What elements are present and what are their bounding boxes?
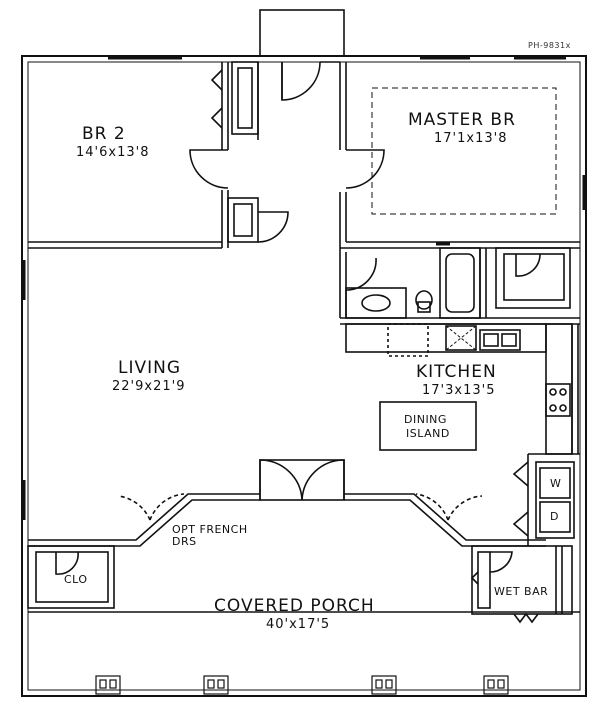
br2-name: BR 2 <box>82 124 126 144</box>
porch-dim: 40'x17'5 <box>266 617 331 632</box>
front-wall <box>28 459 546 547</box>
exterior-walls <box>21 55 587 697</box>
br2-door <box>189 149 229 189</box>
br2-dim: 14'6x13'8 <box>76 145 150 160</box>
chimney <box>259 9 345 57</box>
br2-walls <box>28 62 229 249</box>
porch-post <box>95 675 121 695</box>
master-closet <box>495 247 571 309</box>
wet-bar <box>470 545 573 624</box>
dining-island <box>379 401 477 451</box>
kitchen-counters <box>340 317 580 455</box>
living-dim: 22'9x21'9 <box>112 379 186 394</box>
porch-post <box>483 675 509 695</box>
windows <box>22 56 586 520</box>
br2-closet <box>210 61 259 135</box>
master-walls <box>339 62 580 249</box>
kitchen-dim: 17'3x13'5 <box>422 383 496 398</box>
tray-ceiling <box>371 87 557 215</box>
wet-bar-label: WET BAR <box>494 585 549 598</box>
hall-closet <box>227 197 289 243</box>
porch-post <box>371 675 397 695</box>
porch-name: COVERED PORCH <box>214 596 375 616</box>
kitchen-name: KITCHEN <box>416 362 497 382</box>
french-doors-label-2: DRS <box>172 535 197 548</box>
plan-id: PH-9831x <box>528 41 571 50</box>
dryer-label: D <box>550 510 559 523</box>
hall-walls <box>257 61 340 140</box>
porch-post <box>203 675 229 695</box>
closet-label: CLO <box>64 573 88 586</box>
bathroom <box>339 242 487 319</box>
master-name: MASTER BR <box>408 110 516 130</box>
washer-label: W <box>550 477 562 490</box>
porch-closet <box>27 545 115 609</box>
porch-posts <box>95 675 509 695</box>
island-label-1: DINING <box>404 413 447 426</box>
master-dim: 17'1x13'8 <box>434 131 508 146</box>
island-label-2: ISLAND <box>406 427 450 440</box>
living-name: LIVING <box>118 358 182 378</box>
porch <box>21 611 587 696</box>
laundry <box>512 453 580 546</box>
french-doors-label-1: OPT FRENCH <box>172 523 248 536</box>
